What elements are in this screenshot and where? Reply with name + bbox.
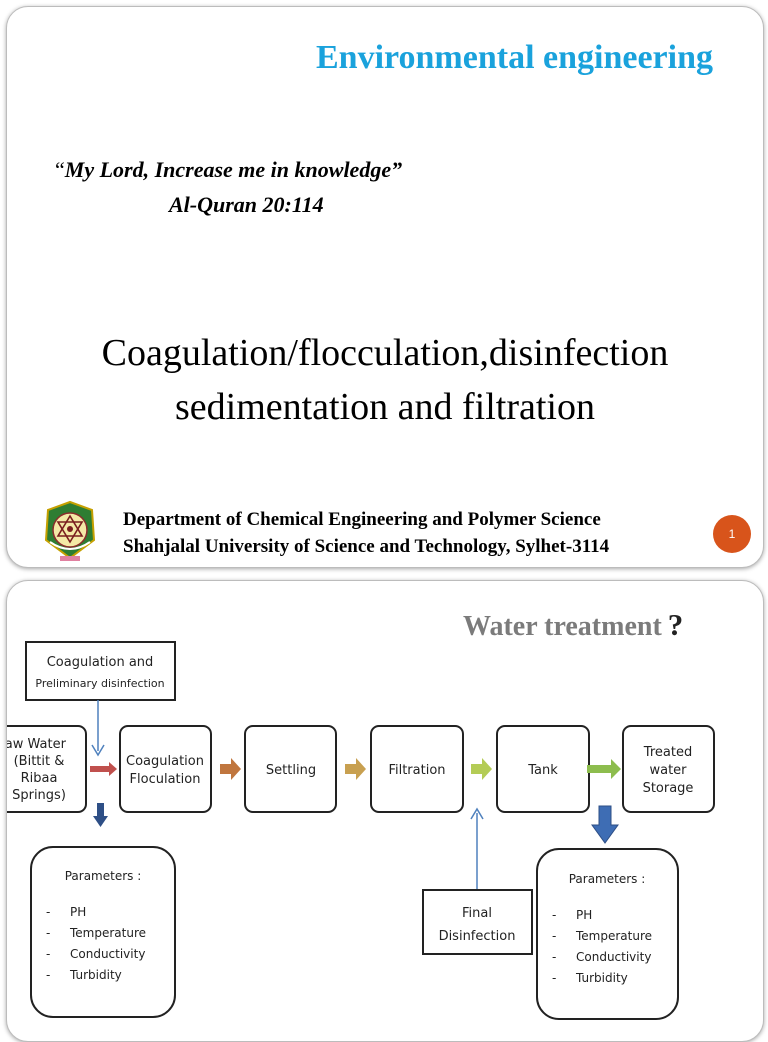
parameters-left-item-2: Temperature xyxy=(69,926,146,940)
parameters-left-bullet-4: - xyxy=(46,968,50,982)
treated-line-2: water xyxy=(649,763,687,778)
quote-open-mark: “ xyxy=(55,157,65,182)
raw-water-line-2: (Bittit & xyxy=(14,754,65,769)
slide-title: Water treatment? xyxy=(463,607,683,643)
coagulation-disinfection-line-1: Coagulation and xyxy=(47,655,154,670)
university-name: Shahjalal University of Science and Tech… xyxy=(123,536,610,557)
flow-arrow-red xyxy=(90,762,117,776)
flow-arrow-green xyxy=(587,759,621,779)
final-disinfection-box xyxy=(422,889,533,955)
parameters-right-item-4: Turbidity xyxy=(575,971,628,985)
dosing-arrowhead xyxy=(91,744,105,757)
parameters-right-bullet-2: - xyxy=(552,929,556,943)
filtration-box xyxy=(370,725,464,813)
settling-box xyxy=(244,725,337,813)
sampling-arrow-right xyxy=(591,805,619,844)
raw-water-box xyxy=(7,725,87,813)
flow-arrow-tan xyxy=(345,758,366,780)
treated-water-storage-box xyxy=(622,725,715,813)
parameters-left-bullet-2: - xyxy=(46,926,50,940)
flow-arrow-orange xyxy=(220,758,241,780)
parameters-right-bullet-3: - xyxy=(552,950,556,964)
topic-line-1: Coagulation/flocculation,disinfection xyxy=(101,332,669,374)
parameters-left-item-4: Turbidity xyxy=(69,968,122,982)
coagulation-disinfection-box xyxy=(25,641,176,701)
sampling-arrow-left xyxy=(93,803,108,827)
parameters-left-heading: Parameters : xyxy=(65,869,142,883)
coagulation-floculation-line-2: Floculation xyxy=(130,772,201,787)
parameters-left-bullet-3: - xyxy=(46,947,50,961)
department-name: Department of Chemical Engineering and P… xyxy=(123,509,601,530)
raw-water-line-4: Springs) xyxy=(12,788,66,803)
page-number-badge: 1 xyxy=(713,515,751,553)
treated-line-3: Storage xyxy=(643,781,694,796)
parameters-right-heading: Parameters : xyxy=(569,872,646,886)
slide-title-text: Water treatment xyxy=(463,611,662,642)
settling-label: Settling xyxy=(266,763,316,778)
final-disinfection-arrowhead xyxy=(470,807,484,820)
parameters-left-item-3: Conductivity xyxy=(70,947,145,961)
slide-1: Environmental engineering “My Lord, Incr… xyxy=(6,6,764,568)
raw-water-line-1: Raw Water xyxy=(6,737,67,752)
quote: “My Lord, Increase me in knowledge” xyxy=(55,157,402,183)
slide-title: Environmental engineering xyxy=(316,39,713,76)
parameters-left-item-1: PH xyxy=(70,905,86,919)
parameters-right-item-2: Temperature xyxy=(575,929,652,943)
parameters-right-item-3: Conductivity xyxy=(576,950,651,964)
slide-2: Water treatment? Coagulation and Prelimi… xyxy=(6,580,764,1042)
filtration-label: Filtration xyxy=(388,763,445,778)
topic-line-2: sedimentation and filtration xyxy=(174,386,595,428)
parameters-box-right xyxy=(536,848,679,1020)
question-mark: ? xyxy=(667,607,684,642)
quote-text: My Lord, Increase me in knowledge” xyxy=(64,157,403,182)
flow-arrow-lime xyxy=(471,758,492,780)
parameters-left-bullet-1: - xyxy=(46,905,50,919)
quote-reference: Al-Quran 20:114 xyxy=(169,192,324,217)
university-logo xyxy=(44,500,96,561)
parameters-right-item-1: PH xyxy=(576,908,592,922)
tank-label: Tank xyxy=(527,763,558,778)
treated-line-1: Treated xyxy=(643,745,692,760)
raw-water-line-3: Ribaa xyxy=(21,771,58,786)
coagulation-floculation-box xyxy=(119,725,212,813)
parameters-box-left xyxy=(30,846,176,1018)
final-disinfection-line-2: Disinfection xyxy=(439,929,516,944)
water-treatment-flowchart: Coagulation and Preliminary disinfection… xyxy=(6,641,715,1020)
parameters-right-bullet-4: - xyxy=(552,971,556,985)
final-disinfection-line-1: Final xyxy=(462,906,492,921)
coagulation-floculation-line-1: Coagulation xyxy=(126,754,204,769)
parameters-right-bullet-1: - xyxy=(552,908,556,922)
coagulation-disinfection-line-2: Preliminary disinfection xyxy=(35,677,164,690)
